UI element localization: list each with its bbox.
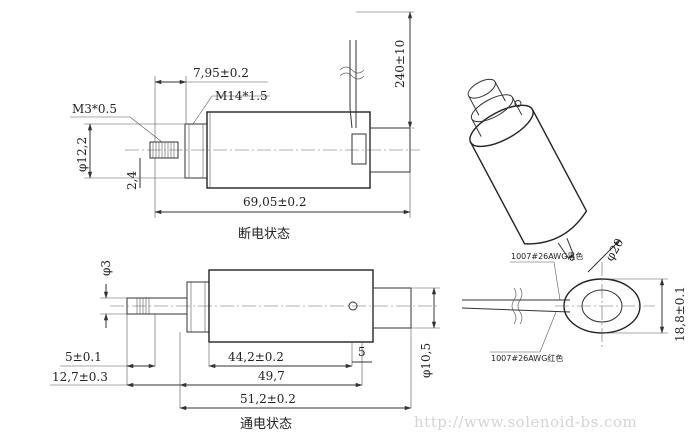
- dim-body-diameter: φ10,5: [419, 343, 433, 378]
- watermark-url: http://www.solenoid-bs.com: [414, 413, 637, 431]
- dim-b: 12,7±0.3: [52, 370, 108, 384]
- bottom-view: φ3 5±0.1 12,7±0.3 44,2±0.2 5 49,7 51,2±0…: [50, 260, 440, 432]
- side-view: 1007#26AWG黑色 1007#26AWG红色 φ20 18,8±0.1: [461, 236, 687, 363]
- dim-total-length: 69,05±0.2: [243, 195, 307, 209]
- top-view-caption: 断电状态: [238, 227, 290, 242]
- wire-red-label: 1007#26AWG红色: [491, 353, 563, 363]
- dim-outer-diameter: φ20: [602, 236, 626, 264]
- dim-shaft-diameter: φ3: [99, 260, 113, 276]
- bottom-view-caption: 通电状态: [240, 417, 292, 432]
- dim-wire-length: 240±10: [393, 40, 407, 88]
- dim-e: 49,7: [258, 369, 285, 383]
- dim-diameter: φ12,2: [75, 137, 89, 172]
- wire-black-label: 1007#26AWG黑色: [511, 251, 583, 261]
- dim-shaft-thread: M3*0.5: [72, 102, 117, 116]
- top-view: 7,95±0.2 M14*1.5 M3*0.5 φ12,2 2,4 69,05±…: [70, 11, 420, 242]
- dim-small: 2,4: [125, 171, 139, 190]
- dim-stroke-offset: 7,95±0.2: [193, 66, 249, 80]
- dim-f: 51,2±0.2: [240, 392, 296, 406]
- dim-thread: M14*1.5: [215, 89, 268, 103]
- dim-height: 18,8±0.1: [673, 286, 687, 342]
- isometric-view: [467, 78, 588, 261]
- dim-d: 5: [358, 345, 366, 359]
- dim-c: 44,2±0.2: [228, 350, 284, 364]
- dim-a: 5±0.1: [65, 350, 102, 364]
